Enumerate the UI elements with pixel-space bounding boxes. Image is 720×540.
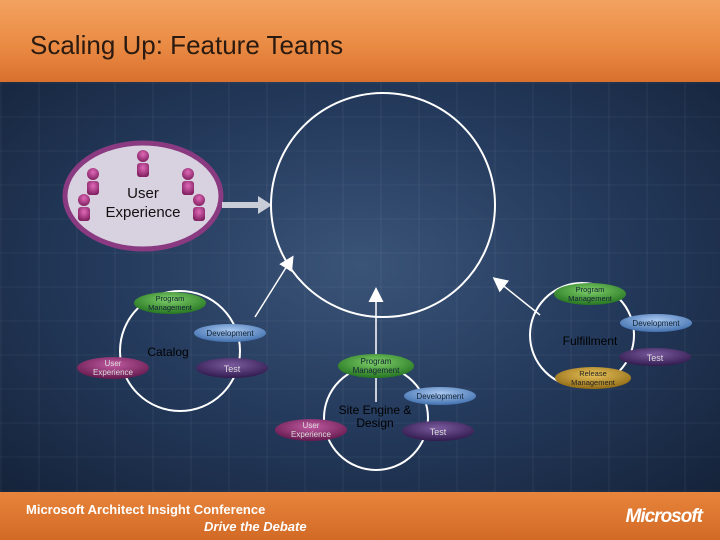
role-label: Management: [353, 366, 400, 375]
team-name-line2: Design: [356, 416, 393, 430]
footer: Microsoft Architect Insight Conference D…: [0, 492, 720, 540]
role-test: [402, 421, 474, 441]
role-user-experience: [275, 419, 347, 441]
role-label: Program: [361, 357, 392, 366]
center-circle: [270, 92, 496, 318]
role-label: Program: [156, 294, 185, 303]
person-icon: [87, 168, 99, 195]
person-icon: [193, 194, 205, 221]
role-program-management: [134, 292, 206, 314]
role-label: Release: [579, 369, 607, 378]
role-program-management: [554, 283, 626, 305]
role-development: [194, 324, 266, 342]
footer-conference: Microsoft Architect Insight Conference: [26, 502, 266, 517]
ux-to-center-arrow: [222, 196, 272, 214]
page-title: Scaling Up: Feature Teams: [30, 30, 344, 60]
role-label: User: [303, 421, 320, 430]
ux-group-label-line1: User: [127, 185, 159, 202]
ux-group: User Experience: [62, 140, 224, 252]
role-program-management: [338, 354, 414, 378]
ux-group-label-line2: Experience: [105, 204, 180, 221]
role-label: Experience: [291, 430, 332, 439]
role-development: [620, 314, 692, 332]
team-fulfillment: Program Management Development Fulfillme…: [554, 283, 692, 389]
role-label: Program: [576, 285, 605, 294]
team-name-line1: Site Engine &: [339, 403, 412, 417]
role-label: Development: [416, 392, 464, 401]
role-user-experience: [77, 357, 149, 379]
team-site-engine: Program Management Development Site Engi…: [275, 354, 476, 441]
role-label: Test: [647, 353, 664, 363]
catalog-team-circle: [119, 290, 241, 412]
footer-tagline: Drive the Debate: [204, 519, 307, 534]
role-label: Test: [430, 427, 447, 437]
title-bar: Scaling Up: Feature Teams: [0, 0, 720, 82]
role-label: User: [105, 359, 122, 368]
role-label: Management: [568, 294, 613, 303]
role-label: Test: [224, 364, 241, 374]
person-icon: [78, 194, 90, 221]
role-development: [404, 387, 476, 405]
catalog-connector-arrow: [254, 255, 294, 318]
microsoft-logo: Microsoft: [625, 506, 703, 527]
role-label: Management: [571, 378, 616, 387]
person-icon: [137, 150, 149, 177]
role-test: [196, 358, 268, 378]
role-label: Development: [632, 319, 680, 328]
role-label: Management: [148, 303, 193, 312]
role-label: Experience: [93, 368, 134, 377]
person-icon: [182, 168, 194, 195]
role-release-management: [555, 367, 631, 389]
role-label: Development: [206, 329, 254, 338]
team-name: Catalog: [147, 345, 188, 359]
ux-group-circle: [62, 140, 224, 252]
team-name: Fulfillment: [563, 334, 618, 348]
fulfillment-connector-arrow: [492, 277, 541, 316]
role-test: [619, 348, 691, 366]
team-catalog: Program Management Development User Expe…: [77, 292, 268, 379]
